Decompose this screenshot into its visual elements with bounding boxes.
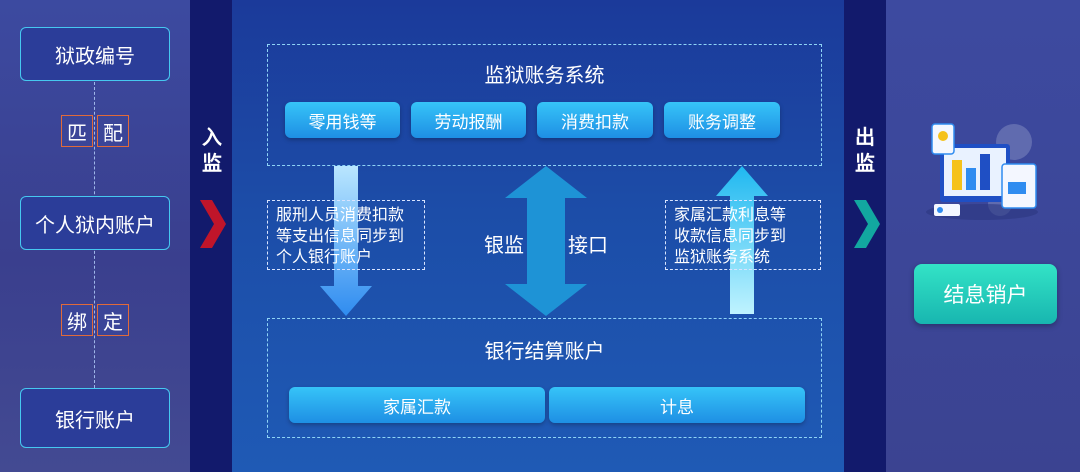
down-arrow-icon [320,166,372,316]
settle-and-close-account-button[interactable]: 结息销户 [914,264,1057,324]
in-label-char-1: 入 [202,125,222,149]
left-sync-note-line-2: 等支出信息同步到 [276,226,405,245]
item-consumption-deduction[interactable]: 消费扣款 [537,102,653,138]
left-sync-note-line-1: 服刑人员消费扣款 [276,205,405,224]
match-tag: 匹 配 [59,114,131,148]
match-char-2: 配 [97,115,129,147]
in-label-char-2: 监 [202,151,222,175]
bank-settlement-account-title: 银行结算账户 [484,339,605,363]
match-char-1: 匹 [61,115,93,147]
out-label: 出 监 [854,124,876,176]
left-sync-note-line-3: 个人银行账户 [276,247,373,266]
interface-label-right: 接口 [568,233,608,257]
bank-settlement-account-section: 银行结算账户 [267,318,822,438]
bind-char-2: 定 [97,304,129,336]
item-labor-pay[interactable]: 劳动报酬 [411,102,526,138]
out-label-char-1: 出 [855,125,875,149]
bank-account-box[interactable]: 银行账户 [20,388,170,448]
up-arrow-icon [716,166,768,314]
item-account-adjustment[interactable]: 账务调整 [664,102,780,138]
prison-account-system-title: 监狱账务系统 [484,63,605,87]
item-family-remittance[interactable]: 家属汇款 [289,387,545,423]
prison-account-system-section: 监狱账务系统 [267,44,822,166]
personal-account-box[interactable]: 个人狱内账户 [20,196,170,250]
bidirectional-arrow-icon [505,166,587,316]
out-chevron-icon [854,200,880,248]
bind-char-1: 绑 [61,304,93,336]
right-sync-note-line-3: 监狱账务系统 [674,247,771,266]
right-sync-note: 家属汇款利息等 收款信息同步到 监狱账务系统 [665,200,821,270]
right-panel [886,0,1080,472]
in-chevron-icon [200,200,226,248]
right-sync-note-line-2: 收款信息同步到 [674,226,787,245]
finance-dashboard-illustration-icon [926,123,1038,220]
in-label: 入 监 [201,124,223,176]
bind-tag: 绑 定 [59,303,131,337]
right-sync-note-line-1: 家属汇款利息等 [674,205,787,224]
item-interest-calculation[interactable]: 计息 [549,387,805,423]
left-sync-note: 服刑人员消费扣款 等支出信息同步到 个人银行账户 [267,200,425,270]
interface-label-left: 银监 [484,233,524,257]
item-pocket-money[interactable]: 零用钱等 [285,102,400,138]
prison-number-box[interactable]: 狱政编号 [20,27,170,81]
out-label-char-2: 监 [855,151,875,175]
